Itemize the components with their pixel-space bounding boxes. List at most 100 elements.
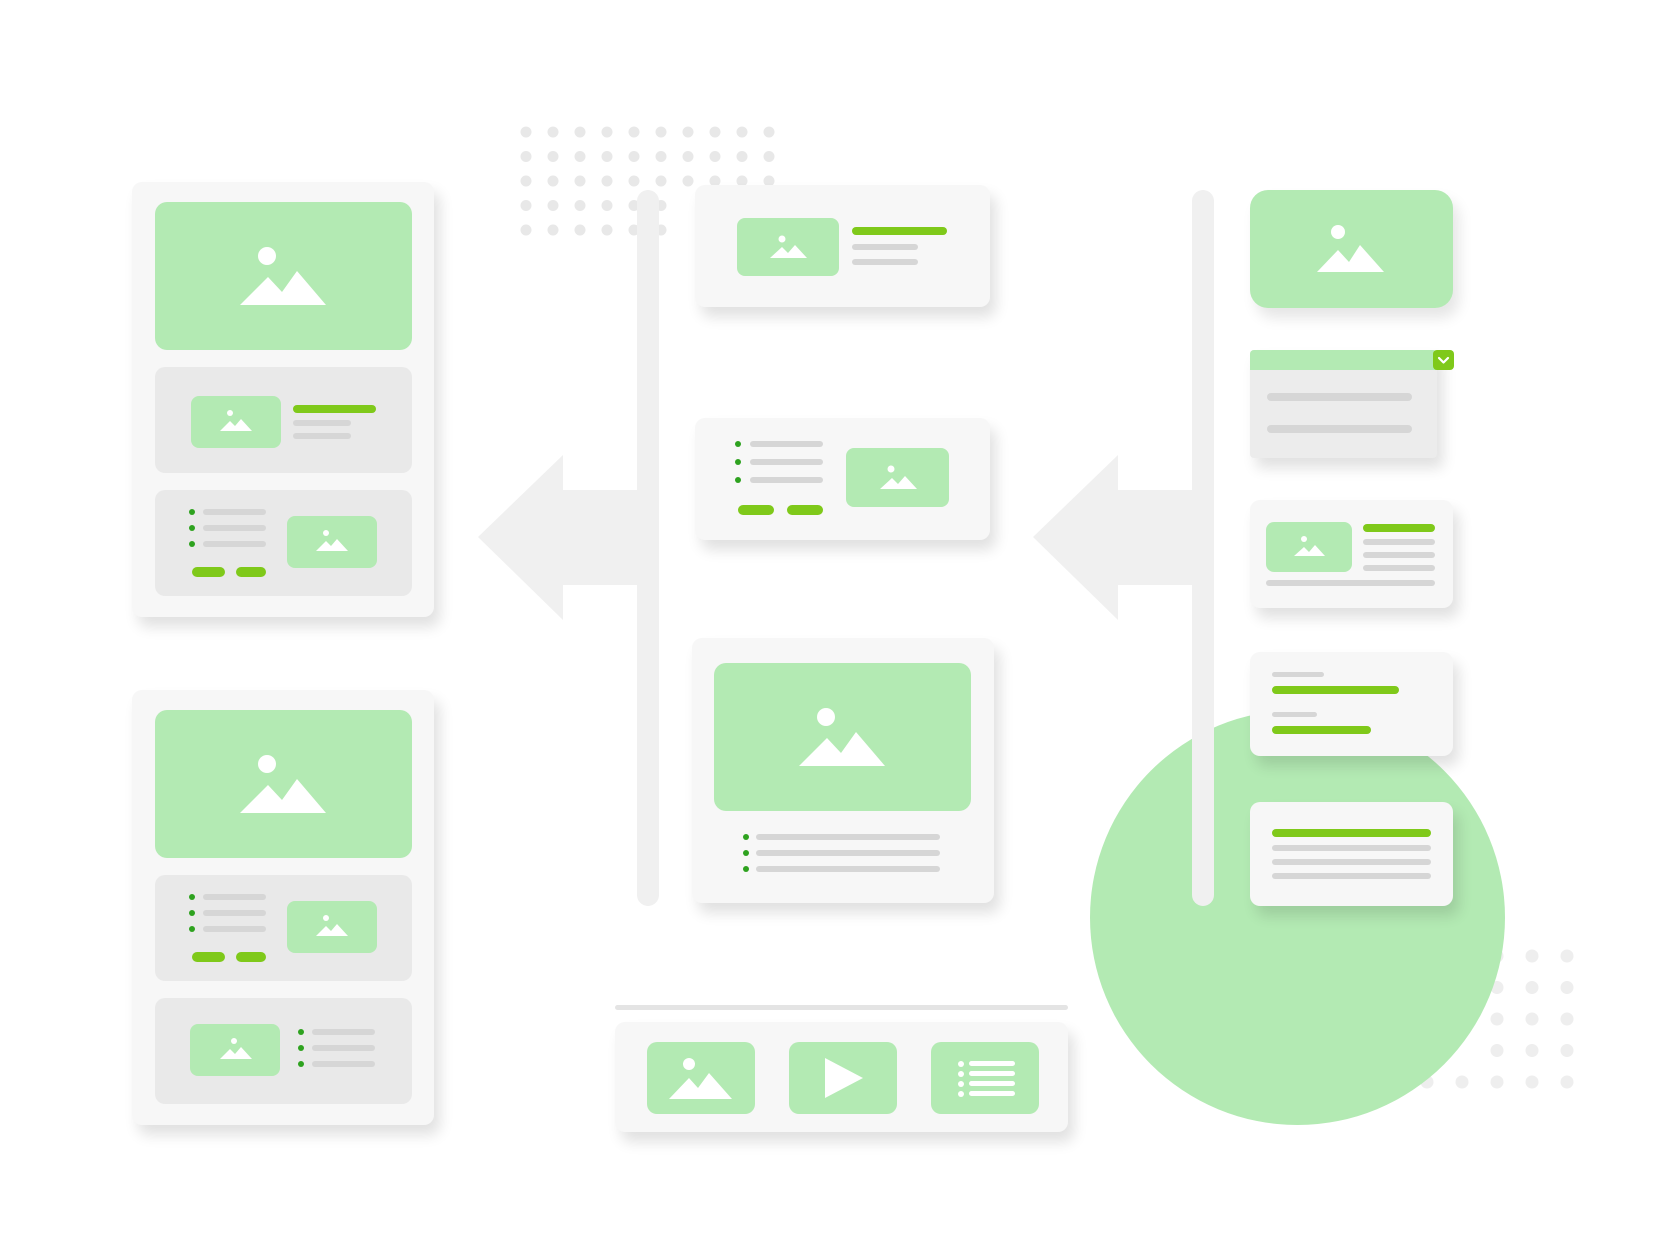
list-card (695, 418, 990, 540)
image-icon (770, 235, 807, 258)
decorative-dot (655, 126, 667, 138)
bullet (189, 894, 195, 900)
decorative-dot (628, 200, 640, 211)
bullet (189, 541, 195, 547)
text-line (203, 525, 266, 531)
decorative-dot (655, 175, 667, 187)
button-placeholder (236, 567, 266, 577)
video-type-button[interactable] (789, 1042, 897, 1114)
decorative-dot (763, 151, 775, 162)
right-rail (1192, 190, 1214, 906)
text-line (203, 910, 266, 916)
list-type-button[interactable] (931, 1042, 1039, 1114)
decorative-dot (574, 151, 586, 162)
list-row (155, 875, 412, 981)
image-icon (1294, 536, 1325, 556)
image-type-button[interactable] (647, 1042, 755, 1114)
arrow-left-icon (478, 455, 648, 620)
image-icon (220, 410, 252, 431)
label-line (1272, 712, 1317, 717)
hero-image-placeholder (155, 202, 412, 350)
text-line (852, 244, 918, 250)
image-icon (880, 465, 917, 489)
decorative-dot (709, 151, 721, 162)
bullet (298, 1029, 304, 1035)
decorative-dot (1490, 1044, 1504, 1057)
thumbnail-placeholder (190, 1024, 280, 1076)
button-placeholder (738, 505, 774, 515)
bullet (735, 459, 741, 465)
bullet (189, 509, 195, 515)
image-icon (240, 247, 326, 305)
media-card (695, 185, 990, 307)
headline-line (1272, 829, 1431, 837)
bullet (743, 850, 749, 856)
decorative-dot (628, 224, 640, 236)
bullet (189, 926, 195, 932)
image-icon (1317, 225, 1384, 272)
text-line (1272, 873, 1431, 879)
text-line (1272, 859, 1431, 865)
hero-image-placeholder (155, 710, 412, 858)
chevron-down-icon[interactable] (1433, 350, 1454, 370)
dropdown-header[interactable] (1250, 350, 1437, 370)
bullet (735, 441, 741, 447)
decorative-dot (736, 151, 748, 162)
decorative-dot (736, 126, 748, 138)
bullet (189, 910, 195, 916)
text-line (203, 926, 266, 932)
decorative-dot (520, 175, 532, 187)
list-row (155, 490, 412, 596)
media-row (155, 998, 412, 1104)
headline-line (293, 405, 376, 413)
image-icon (220, 1038, 252, 1059)
decorative-dot (1525, 1075, 1539, 1089)
decorative-dot (736, 175, 748, 187)
image-icon (240, 755, 326, 813)
decorative-dot (520, 151, 532, 162)
decorative-dot (520, 200, 532, 211)
decorative-dot (1560, 1012, 1574, 1026)
thumbnail-placeholder (1266, 522, 1352, 572)
media-row (155, 367, 412, 473)
label-line (1272, 672, 1324, 677)
bullet (735, 477, 741, 483)
hero-image-placeholder (714, 663, 971, 811)
text-line (1267, 393, 1412, 401)
text-line (1266, 580, 1435, 586)
decorative-dot (1525, 1012, 1539, 1026)
left-rail (637, 190, 659, 906)
decorative-circle (1090, 710, 1505, 1125)
decorative-dot (1560, 1075, 1574, 1089)
decorative-dot (520, 126, 532, 138)
text-line (750, 459, 823, 465)
text-line (750, 477, 823, 483)
decorative-dot (574, 126, 586, 138)
value-line (1272, 686, 1399, 694)
page-layout-card-bottom (132, 690, 434, 1125)
text-line (312, 1061, 375, 1067)
text-line (1363, 539, 1435, 545)
decorative-dot (547, 151, 559, 162)
text-line (293, 433, 351, 439)
image-icon (316, 530, 348, 551)
text-line (756, 850, 940, 856)
decorative-dot (1490, 1075, 1504, 1089)
decorative-dot (520, 224, 532, 236)
decorative-dot (763, 175, 775, 187)
decorative-dot (682, 126, 694, 138)
headline-line (852, 227, 947, 235)
media-type-toolbar (615, 1022, 1068, 1132)
arrow-left-icon (1033, 455, 1203, 620)
list-icon (958, 1061, 1015, 1097)
decorative-dot (682, 175, 694, 187)
image-block (1250, 190, 1453, 308)
button-placeholder (787, 505, 823, 515)
text-line (1272, 845, 1431, 851)
decorative-dot (1525, 949, 1539, 963)
decorative-dot (601, 224, 613, 236)
bullet (298, 1045, 304, 1051)
thumbnail-placeholder (191, 396, 281, 448)
text-line (312, 1029, 375, 1035)
bullet (743, 866, 749, 872)
